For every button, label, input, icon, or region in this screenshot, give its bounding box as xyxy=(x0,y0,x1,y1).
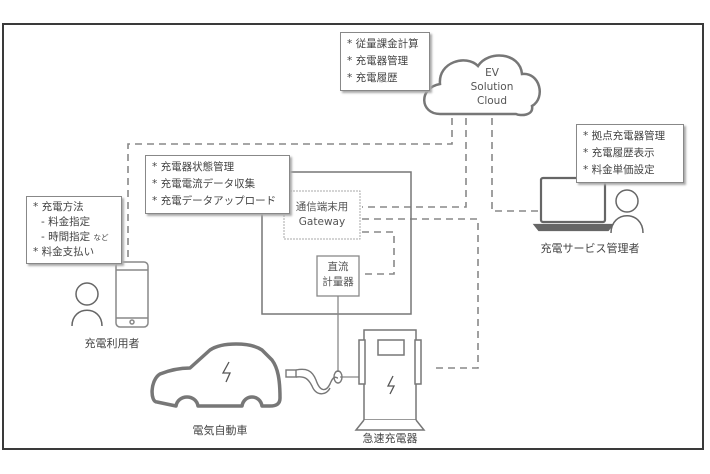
note-item: * 充電履歴表示 xyxy=(583,147,655,159)
note-item: * 充電電流データ収集 xyxy=(152,178,256,190)
note-item: * 充電方法 xyxy=(33,201,84,213)
gateway-label: 通信端末用 Gateway xyxy=(295,201,349,228)
cloud-title-line: EV xyxy=(485,67,499,79)
meter-device xyxy=(316,255,360,297)
note-item: * 料金単価設定 xyxy=(583,164,655,176)
fast-charger-icon xyxy=(354,329,426,431)
note-item: - 料金指定 xyxy=(41,216,91,228)
link-gateway-charger xyxy=(362,218,479,369)
gateway-device xyxy=(283,190,361,240)
note-item: * 充電器状態管理 xyxy=(152,161,235,173)
charging-plug-icon xyxy=(285,368,343,395)
gateway-enclosure xyxy=(261,171,412,315)
note-item: * 充電器管理 xyxy=(347,55,409,67)
car-bolt-icon xyxy=(221,361,232,383)
cloud-icon xyxy=(423,54,541,117)
smartphone-icon xyxy=(115,261,149,328)
admin-person-icon xyxy=(610,189,644,234)
charger-label: 急速充電器 xyxy=(362,432,418,445)
cloud-title-line: Cloud xyxy=(477,95,507,107)
ev-car-icon xyxy=(150,342,282,408)
note-item: - 時間指定 など xyxy=(41,231,109,243)
gateway-features-note: * 充電器状態管理 * 充電電流データ収集 * 充電データアップロード xyxy=(145,155,290,214)
link-gateway-meter xyxy=(360,231,395,275)
note-item: * 従量課金計算 xyxy=(347,38,419,50)
user-person-icon xyxy=(71,282,103,327)
cloud-features-note: * 従量課金計算 * 充電器管理 * 充電履歴 xyxy=(340,32,430,91)
note-item: * 料金支払い xyxy=(33,246,95,258)
charger-bolt-icon xyxy=(386,375,396,395)
cloud-title: EV Solution Cloud xyxy=(462,66,522,108)
link-cloud-gateway-1 xyxy=(362,118,467,208)
laptop-icon xyxy=(532,176,615,232)
user-features-note: * 充電方法 - 料金指定 - 時間指定 など * 料金支払い xyxy=(26,196,122,264)
vehicle-label: 電気自動車 xyxy=(192,424,248,437)
link-cloud-smartphone xyxy=(127,118,453,262)
note-item: * 充電履歴 xyxy=(347,72,398,84)
note-item: * 拠点充電器管理 xyxy=(583,130,666,142)
admin-features-note: * 拠点充電器管理 * 充電履歴表示 * 料金単価設定 xyxy=(576,124,684,183)
user-label: 充電利用者 xyxy=(84,337,140,350)
note-item: * 充電データアップロード xyxy=(152,195,277,207)
link-cloud-laptop xyxy=(491,118,541,212)
cloud-title-line: Solution xyxy=(470,81,514,93)
admin-label: 充電サービス管理者 xyxy=(540,242,640,255)
meter-label: 直流 計量器 xyxy=(322,261,354,288)
